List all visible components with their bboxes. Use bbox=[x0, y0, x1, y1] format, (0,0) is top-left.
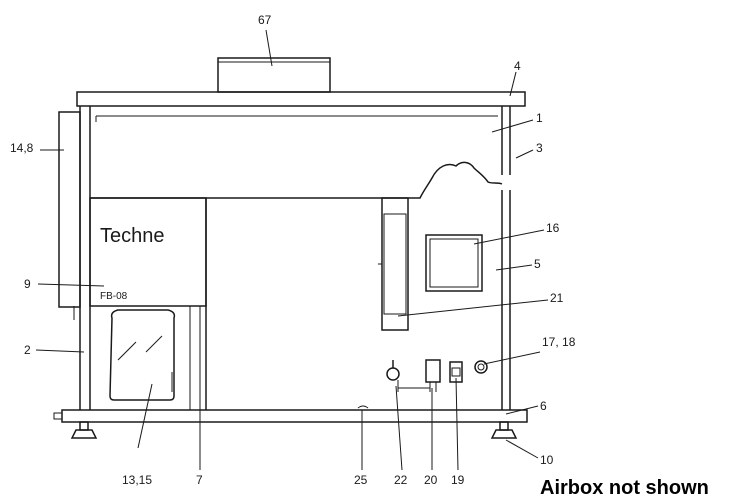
controller-box: Techne FB-08 bbox=[89, 197, 207, 410]
callout-labels: 67 4 1 3 14,8 16 5 9 21 2 17, 18 6 10 13… bbox=[10, 13, 576, 487]
callout-22: 22 bbox=[394, 473, 408, 487]
top-lid bbox=[76, 91, 526, 107]
chimney bbox=[217, 57, 331, 93]
callout-67: 67 bbox=[258, 13, 272, 27]
callout-1: 1 bbox=[536, 111, 543, 125]
callout-7: 7 bbox=[196, 473, 203, 487]
display-window bbox=[425, 234, 483, 292]
liquid-bottle bbox=[109, 309, 176, 401]
upper-panel-cutaway bbox=[90, 161, 503, 199]
callout-4: 4 bbox=[514, 59, 521, 73]
callout-17-18: 17, 18 bbox=[542, 335, 576, 349]
callout-9: 9 bbox=[24, 277, 31, 291]
callout-3: 3 bbox=[536, 141, 543, 155]
brand-label: Techne bbox=[100, 225, 165, 247]
callout-2: 2 bbox=[24, 343, 31, 357]
callout-19: 19 bbox=[451, 473, 465, 487]
callout-21: 21 bbox=[550, 291, 564, 305]
base-plate bbox=[53, 405, 528, 423]
callout-10: 10 bbox=[540, 453, 554, 467]
callout-16: 16 bbox=[546, 221, 560, 235]
callout-25: 25 bbox=[354, 473, 368, 487]
callout-20: 20 bbox=[424, 473, 438, 487]
main-cabinet bbox=[79, 106, 511, 410]
model-label: FB-08 bbox=[100, 291, 128, 302]
callout-14-8: 14,8 bbox=[10, 141, 34, 155]
callout-5: 5 bbox=[534, 257, 541, 271]
feet bbox=[70, 421, 518, 439]
airbox-note: Airbox not shown bbox=[540, 477, 709, 499]
control-switches bbox=[386, 359, 488, 392]
flowmeter bbox=[378, 197, 409, 331]
callout-13-15: 13,15 bbox=[122, 473, 152, 487]
callout-6: 6 bbox=[540, 399, 547, 413]
side-column bbox=[58, 111, 81, 320]
leader-lines bbox=[35, 29, 549, 471]
